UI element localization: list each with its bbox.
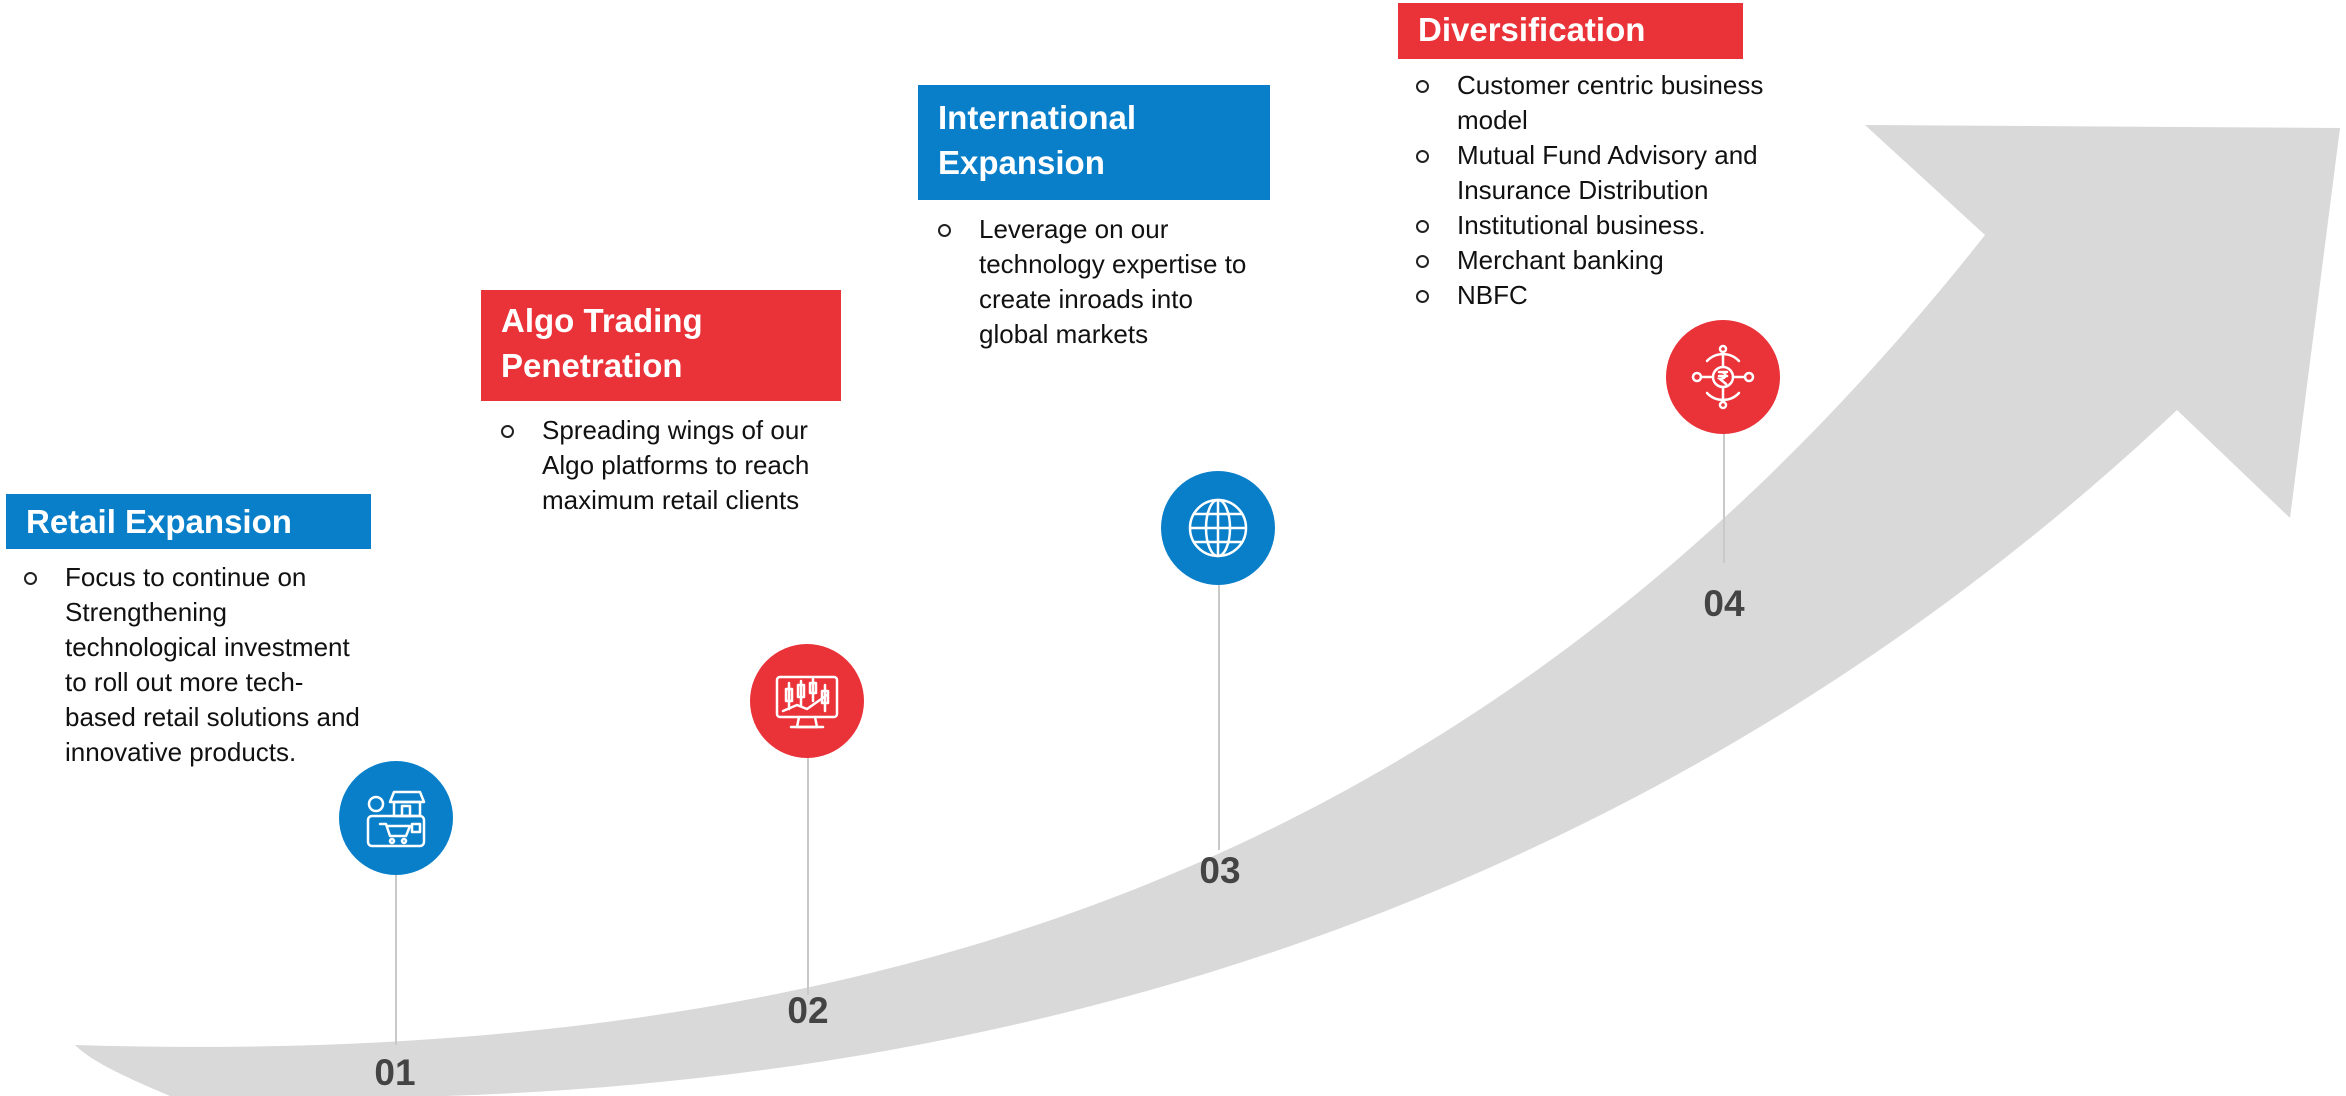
step-4-bullet-2: Mutual Fund Advisory and Insurance Distr… [1412, 138, 1832, 208]
step-2-bullets: Spreading wings of our Algo platforms to… [497, 413, 837, 518]
step-4-number: 04 [1703, 583, 1745, 624]
step-1-bullets: Focus to continue on Strengthening techn… [20, 560, 360, 770]
retail-store-cart-icon [366, 790, 426, 848]
step-4-bullet-5: NBFC [1412, 278, 1832, 313]
step-3-circle [1161, 471, 1275, 585]
step-3-stem [1218, 585, 1220, 850]
step-1-bullet-1: Focus to continue on Strengthening techn… [20, 560, 360, 770]
step-4-circle [1666, 320, 1780, 434]
step-3-number: 03 [1199, 850, 1241, 891]
step-2-bullet-1: Spreading wings of our Algo platforms to… [497, 413, 837, 518]
step-1-stem [395, 875, 397, 1045]
rupee-network-icon [1691, 344, 1755, 410]
candlestick-monitor-icon [775, 675, 839, 729]
step-4-bullet-3: Institutional business. [1412, 208, 1832, 243]
step-3-bullet-1: Leverage on our technology expertise to … [934, 212, 1264, 352]
step-2-circle [750, 644, 864, 758]
step-4-bullet-4: Merchant banking [1412, 243, 1832, 278]
step-1-number: 01 [374, 1052, 416, 1093]
step-4-title: Diversification [1398, 3, 1743, 59]
step-2-stem [807, 755, 809, 995]
globe-icon [1188, 498, 1248, 558]
step-2-title: Algo Trading Penetration [481, 290, 841, 401]
step-3-title: International Expansion [918, 85, 1270, 200]
step-2-number: 02 [787, 990, 829, 1031]
step-4-bullet-1: Customer centric business model [1412, 68, 1832, 138]
step-1-circle [339, 761, 453, 875]
step-4-bullets: Customer centric business model Mutual F… [1412, 68, 1832, 313]
step-1-title: Retail Expansion [6, 494, 371, 549]
step-3-bullets: Leverage on our technology expertise to … [934, 212, 1264, 352]
step-4-stem [1723, 433, 1725, 563]
